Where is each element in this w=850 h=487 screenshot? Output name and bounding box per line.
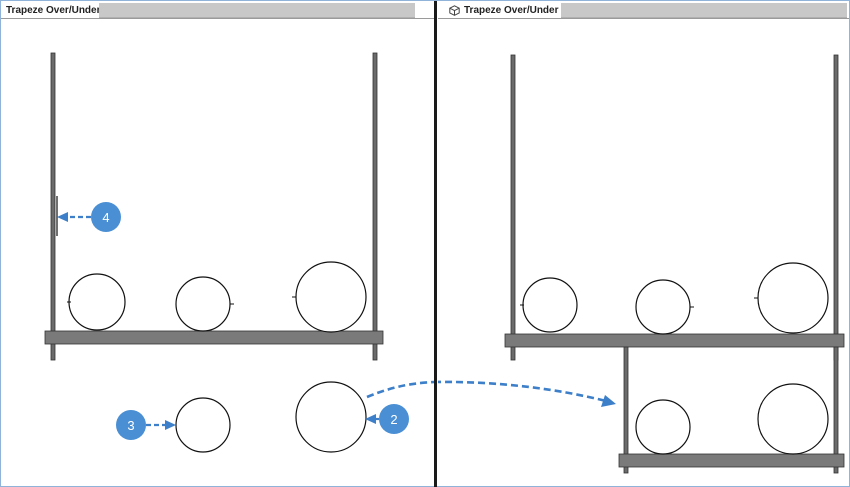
right-view-tab-title: Trapeze Over/Under xyxy=(464,4,559,16)
transfer-arrow-start xyxy=(366,380,434,399)
upper-left-hanger-rod[interactable] xyxy=(510,54,516,361)
pane-divider[interactable] xyxy=(434,1,437,487)
callout-2-badge xyxy=(379,404,409,434)
right-tab-strip xyxy=(561,3,847,18)
pipe-circle-small-1[interactable] xyxy=(68,273,126,331)
pipe-circle-small-2[interactable] xyxy=(175,276,231,332)
callout-2-number: 2 xyxy=(390,412,397,427)
callout-4-arrowhead xyxy=(57,212,68,222)
right-view-pane[interactable]: Trapeze Over/Under ✕ xyxy=(438,1,849,486)
right-tab-bar: Trapeze Over/Under ✕ xyxy=(438,1,849,19)
pipe-circle-lower-small[interactable] xyxy=(175,397,231,453)
upper-pipe-large[interactable] xyxy=(757,262,829,334)
pipe-circle-large[interactable] xyxy=(295,261,367,333)
callout-4-number: 4 xyxy=(102,210,109,225)
lower-pipe-small[interactable] xyxy=(635,399,691,455)
3d-view-icon xyxy=(449,4,460,16)
callout-3-badge xyxy=(116,410,146,440)
right-tab-underline xyxy=(438,18,849,19)
left-tab-underline xyxy=(1,18,434,19)
callout-4-badge xyxy=(91,202,121,232)
left-hanger-rod[interactable] xyxy=(50,52,56,361)
right-view-canvas[interactable] xyxy=(438,1,849,486)
upper-pipe-small-2[interactable] xyxy=(635,279,691,335)
left-view-canvas[interactable]: 4 3 2 xyxy=(1,1,434,486)
upper-trapeze-bar[interactable] xyxy=(504,333,845,348)
right-hanger-rod[interactable] xyxy=(372,52,378,361)
callout-3-arrowhead xyxy=(165,420,176,430)
left-tab-bar: Trapeze Over/Under ✕ xyxy=(1,1,434,19)
upper-pipe-small-1[interactable] xyxy=(522,277,578,333)
callout-2-arrowhead xyxy=(365,414,376,424)
transfer-arrow-end xyxy=(438,380,607,403)
pipe-circle-lower-large[interactable] xyxy=(295,381,367,453)
left-view-tab-title: Trapeze Over/Under xyxy=(6,4,101,16)
lower-pipe-large[interactable] xyxy=(757,383,829,455)
upper-right-hanger-rod[interactable] xyxy=(833,54,839,361)
lower-right-hanger-rod[interactable] xyxy=(833,346,839,474)
trapeze-bar[interactable] xyxy=(44,330,384,345)
left-view-pane[interactable]: Trapeze Over/Under ✕ xyxy=(1,1,434,486)
callout-3-number: 3 xyxy=(127,418,134,433)
left-tab-strip xyxy=(99,3,415,18)
lower-left-hanger-rod[interactable] xyxy=(623,346,629,474)
transfer-arrowhead xyxy=(601,395,616,407)
lower-trapeze-bar[interactable] xyxy=(618,453,845,468)
